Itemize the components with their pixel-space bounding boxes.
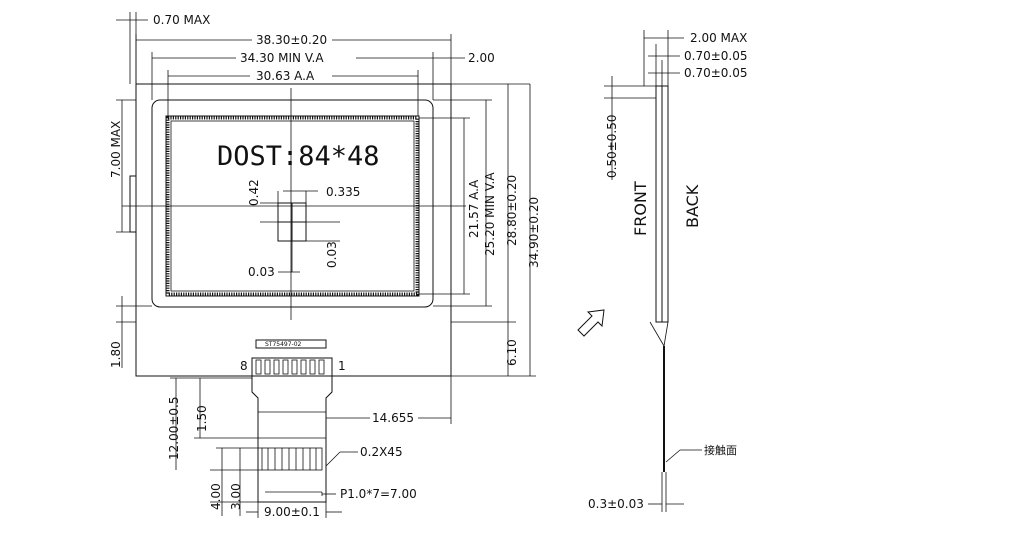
pixel-gap-h-label: 0.03 bbox=[248, 265, 275, 279]
offset-label: 0.50±0.50 bbox=[605, 115, 619, 179]
aa-height-label: 21.57 A.A bbox=[467, 179, 481, 238]
va-height-label: 25.20 MIN V.A bbox=[483, 172, 497, 256]
front-label: FRONT bbox=[631, 181, 650, 236]
chamfer-label: 0.2X45 bbox=[360, 445, 403, 459]
back-glass bbox=[661, 85, 669, 323]
part-number-box bbox=[255, 339, 327, 349]
bottom-margin-label: 1.80 bbox=[109, 341, 123, 368]
fpc-thickness-label: 0.3±0.03 bbox=[588, 497, 644, 511]
fpc-contacts bbox=[261, 447, 323, 471]
module-outline bbox=[135, 83, 452, 377]
aa-width-label: 30.63 A.A bbox=[256, 69, 315, 83]
outline-width-label: 38.30±0.20 bbox=[256, 33, 327, 47]
fpc-offset-label: 1.50 bbox=[195, 405, 209, 432]
side-view: 2.00 MAX 0.70±0.05 0.70±0.05 0.50±0.50 F… bbox=[588, 30, 748, 512]
front-glass bbox=[655, 85, 663, 323]
display-label: DOST:84*48 bbox=[217, 141, 380, 172]
fpc-position-label: 14.655 bbox=[372, 411, 414, 425]
contact-length-label: 4.00 bbox=[209, 483, 223, 510]
back-label: BACK bbox=[683, 184, 702, 228]
glass-front-label: 0.70±0.05 bbox=[684, 49, 748, 63]
outline-height-inner-label: 28.80±0.20 bbox=[505, 175, 519, 246]
pin-right-label: 1 bbox=[338, 359, 346, 373]
front-view: DOST:84*48 0.335 0.42 0.03 0.03 0.70 MAX bbox=[109, 12, 541, 519]
pitch-note-label: P1.0*7=7.00 bbox=[340, 487, 417, 501]
fpc-tail bbox=[251, 376, 333, 503]
contact-note-label: 接触面 bbox=[704, 443, 737, 457]
stiffener-label: 3.00 bbox=[229, 483, 243, 510]
va-width-label: 34.30 MIN V.A bbox=[240, 51, 324, 65]
ledge-label: 6.10 bbox=[505, 339, 519, 366]
viewing-area-frame bbox=[151, 99, 434, 308]
pixel-pitch-label: 0.335 bbox=[326, 185, 360, 199]
view-arrow-icon bbox=[577, 309, 605, 337]
pixel-size-label: 0.42 bbox=[247, 179, 261, 206]
part-number-label: ST75497-02 bbox=[265, 341, 302, 348]
fpc-width-label: 9.00±0.1 bbox=[264, 505, 320, 519]
side-offset-label: 2.00 bbox=[468, 51, 495, 65]
glass-back-label: 0.70±0.05 bbox=[684, 66, 748, 80]
pixel-gap-v-label: 0.03 bbox=[325, 241, 339, 268]
fpc-length-label: 12.00±0.5 bbox=[167, 397, 181, 461]
pin-left-label: 8 bbox=[240, 359, 248, 373]
thickness-max-label: 2.00 MAX bbox=[690, 31, 747, 45]
pixel-detail bbox=[260, 190, 340, 273]
connector-pins bbox=[251, 357, 333, 377]
outline-height-label: 34.90±0.20 bbox=[527, 197, 541, 268]
height-max-label: 7.00 MAX bbox=[109, 121, 123, 178]
width-max-label: 0.70 MAX bbox=[153, 13, 210, 27]
